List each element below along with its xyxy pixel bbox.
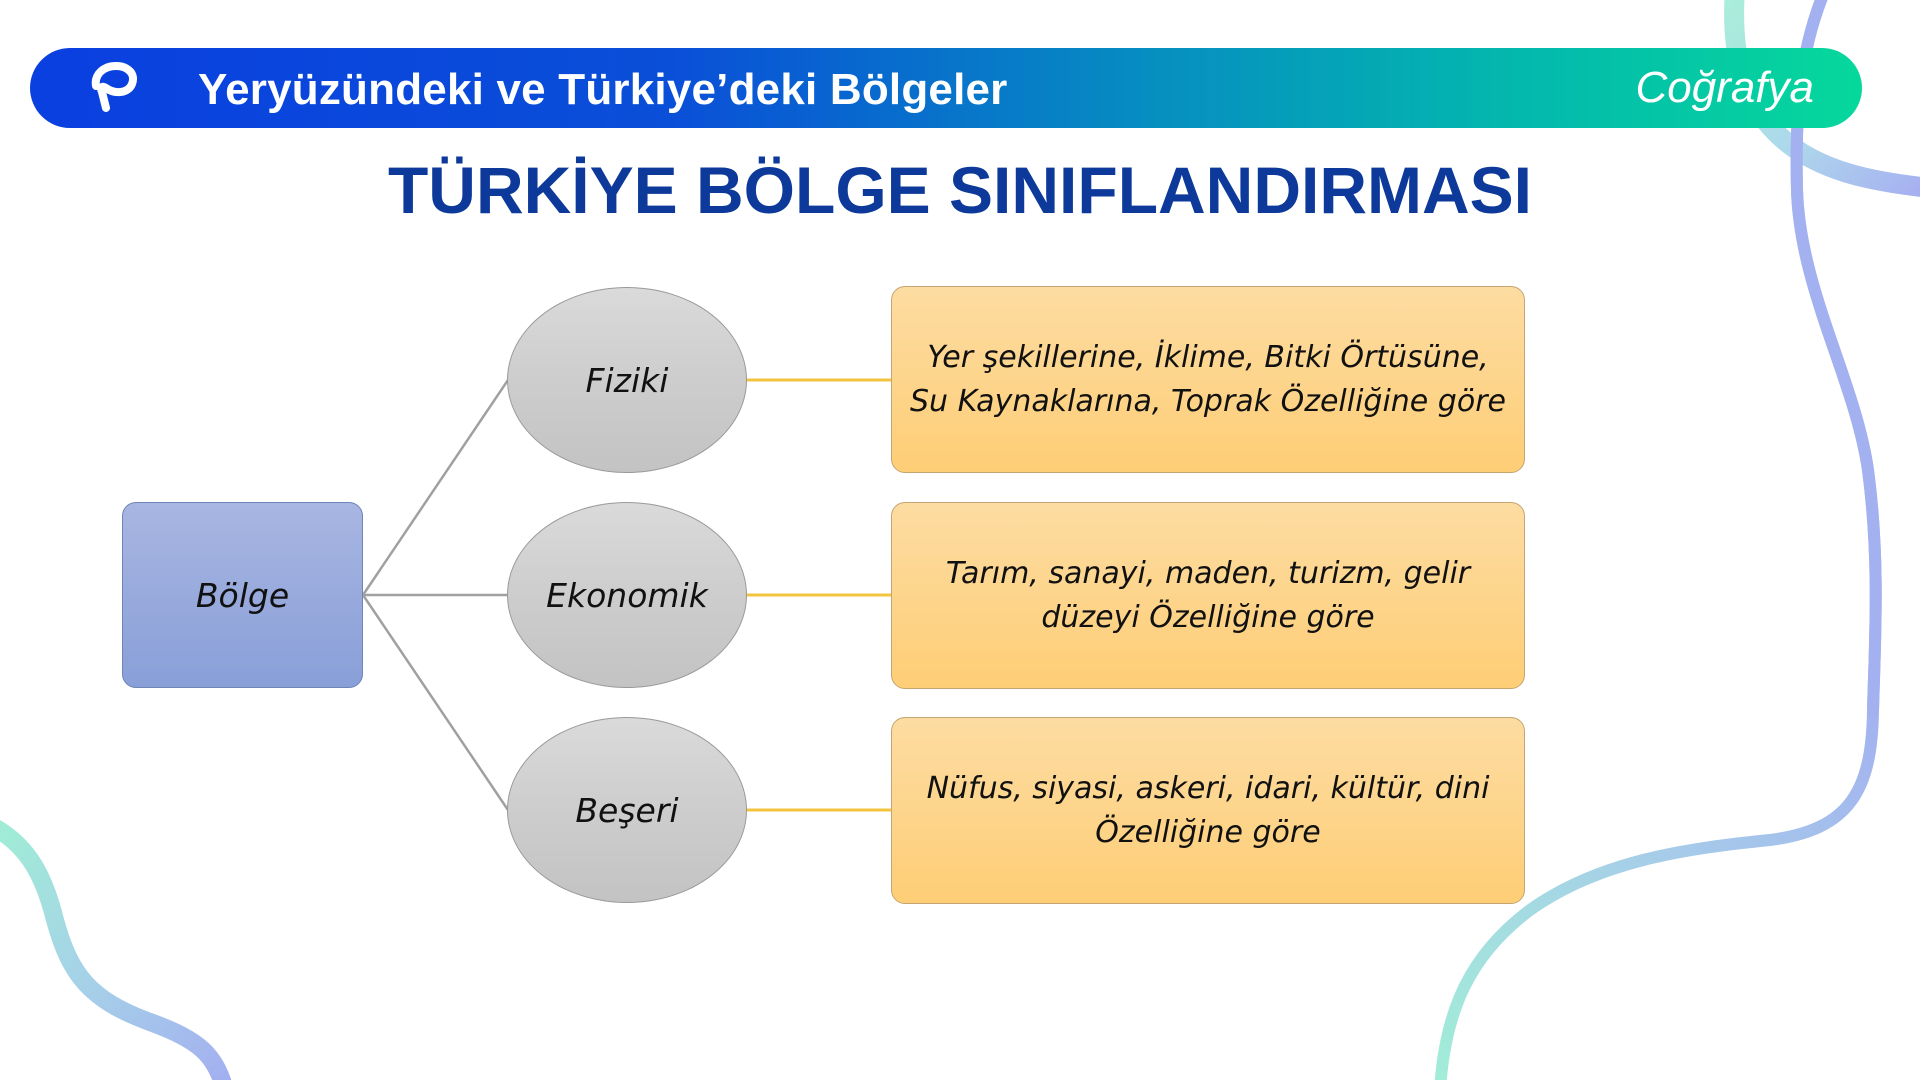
branch-node-ekonomik: Ekonomik	[507, 502, 747, 688]
description-text: Tarım, sanayi, maden, turizm, gelir düze…	[945, 555, 1471, 635]
connector-root-beseri	[361, 594, 510, 811]
description-box-ekonomik: Tarım, sanayi, maden, turizm, gelir düze…	[891, 502, 1525, 689]
subject-label: Coğrafya	[1635, 63, 1814, 112]
description-text: Yer şekillerine, İklime, Bitki Örtüsüne,…	[909, 339, 1506, 419]
root-node-bolge: Bölge	[122, 502, 363, 688]
description-box-fiziki: Yer şekillerine, İklime, Bitki Örtüsüne,…	[891, 286, 1525, 473]
connector-root-fiziki	[361, 379, 510, 596]
description-box-beseri: Nüfus, siyasi, askeri, idari, kültür, di…	[891, 717, 1525, 904]
branch-node-label: Fiziki	[585, 360, 669, 400]
branch-node-beseri: Beşeri	[507, 717, 747, 903]
branch-node-label: Beşeri	[575, 790, 679, 830]
brand-p-logo-icon	[91, 62, 137, 112]
branch-node-fiziki: Fiziki	[507, 287, 747, 473]
root-node-label: Bölge	[195, 575, 290, 615]
slide-title: TÜRKİYE BÖLGE SINIFLANDIRMASI	[387, 153, 1532, 227]
description-text: Nüfus, siyasi, askeri, idari, kültür, di…	[926, 770, 1490, 850]
header-banner: Yeryüzündeki ve Türkiye’deki Bölgeler Co…	[30, 48, 1862, 128]
branch-node-label: Ekonomik	[546, 575, 708, 615]
lesson-title: Yeryüzündeki ve Türkiye’deki Bölgeler	[198, 65, 1008, 114]
